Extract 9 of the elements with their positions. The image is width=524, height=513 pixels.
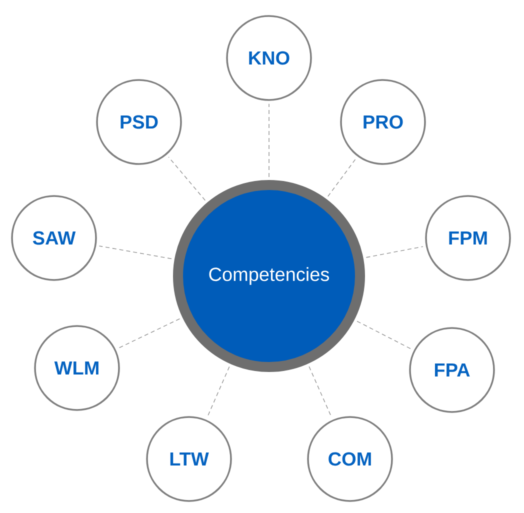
connector-line bbox=[206, 366, 230, 418]
connector-line bbox=[118, 318, 180, 349]
connector-line bbox=[366, 246, 424, 258]
connector-line bbox=[98, 246, 172, 260]
connector-line bbox=[268, 104, 270, 178]
connector-line bbox=[356, 320, 412, 350]
connector-line bbox=[308, 366, 332, 418]
connector-line bbox=[168, 156, 206, 201]
connector-line bbox=[328, 158, 356, 197]
